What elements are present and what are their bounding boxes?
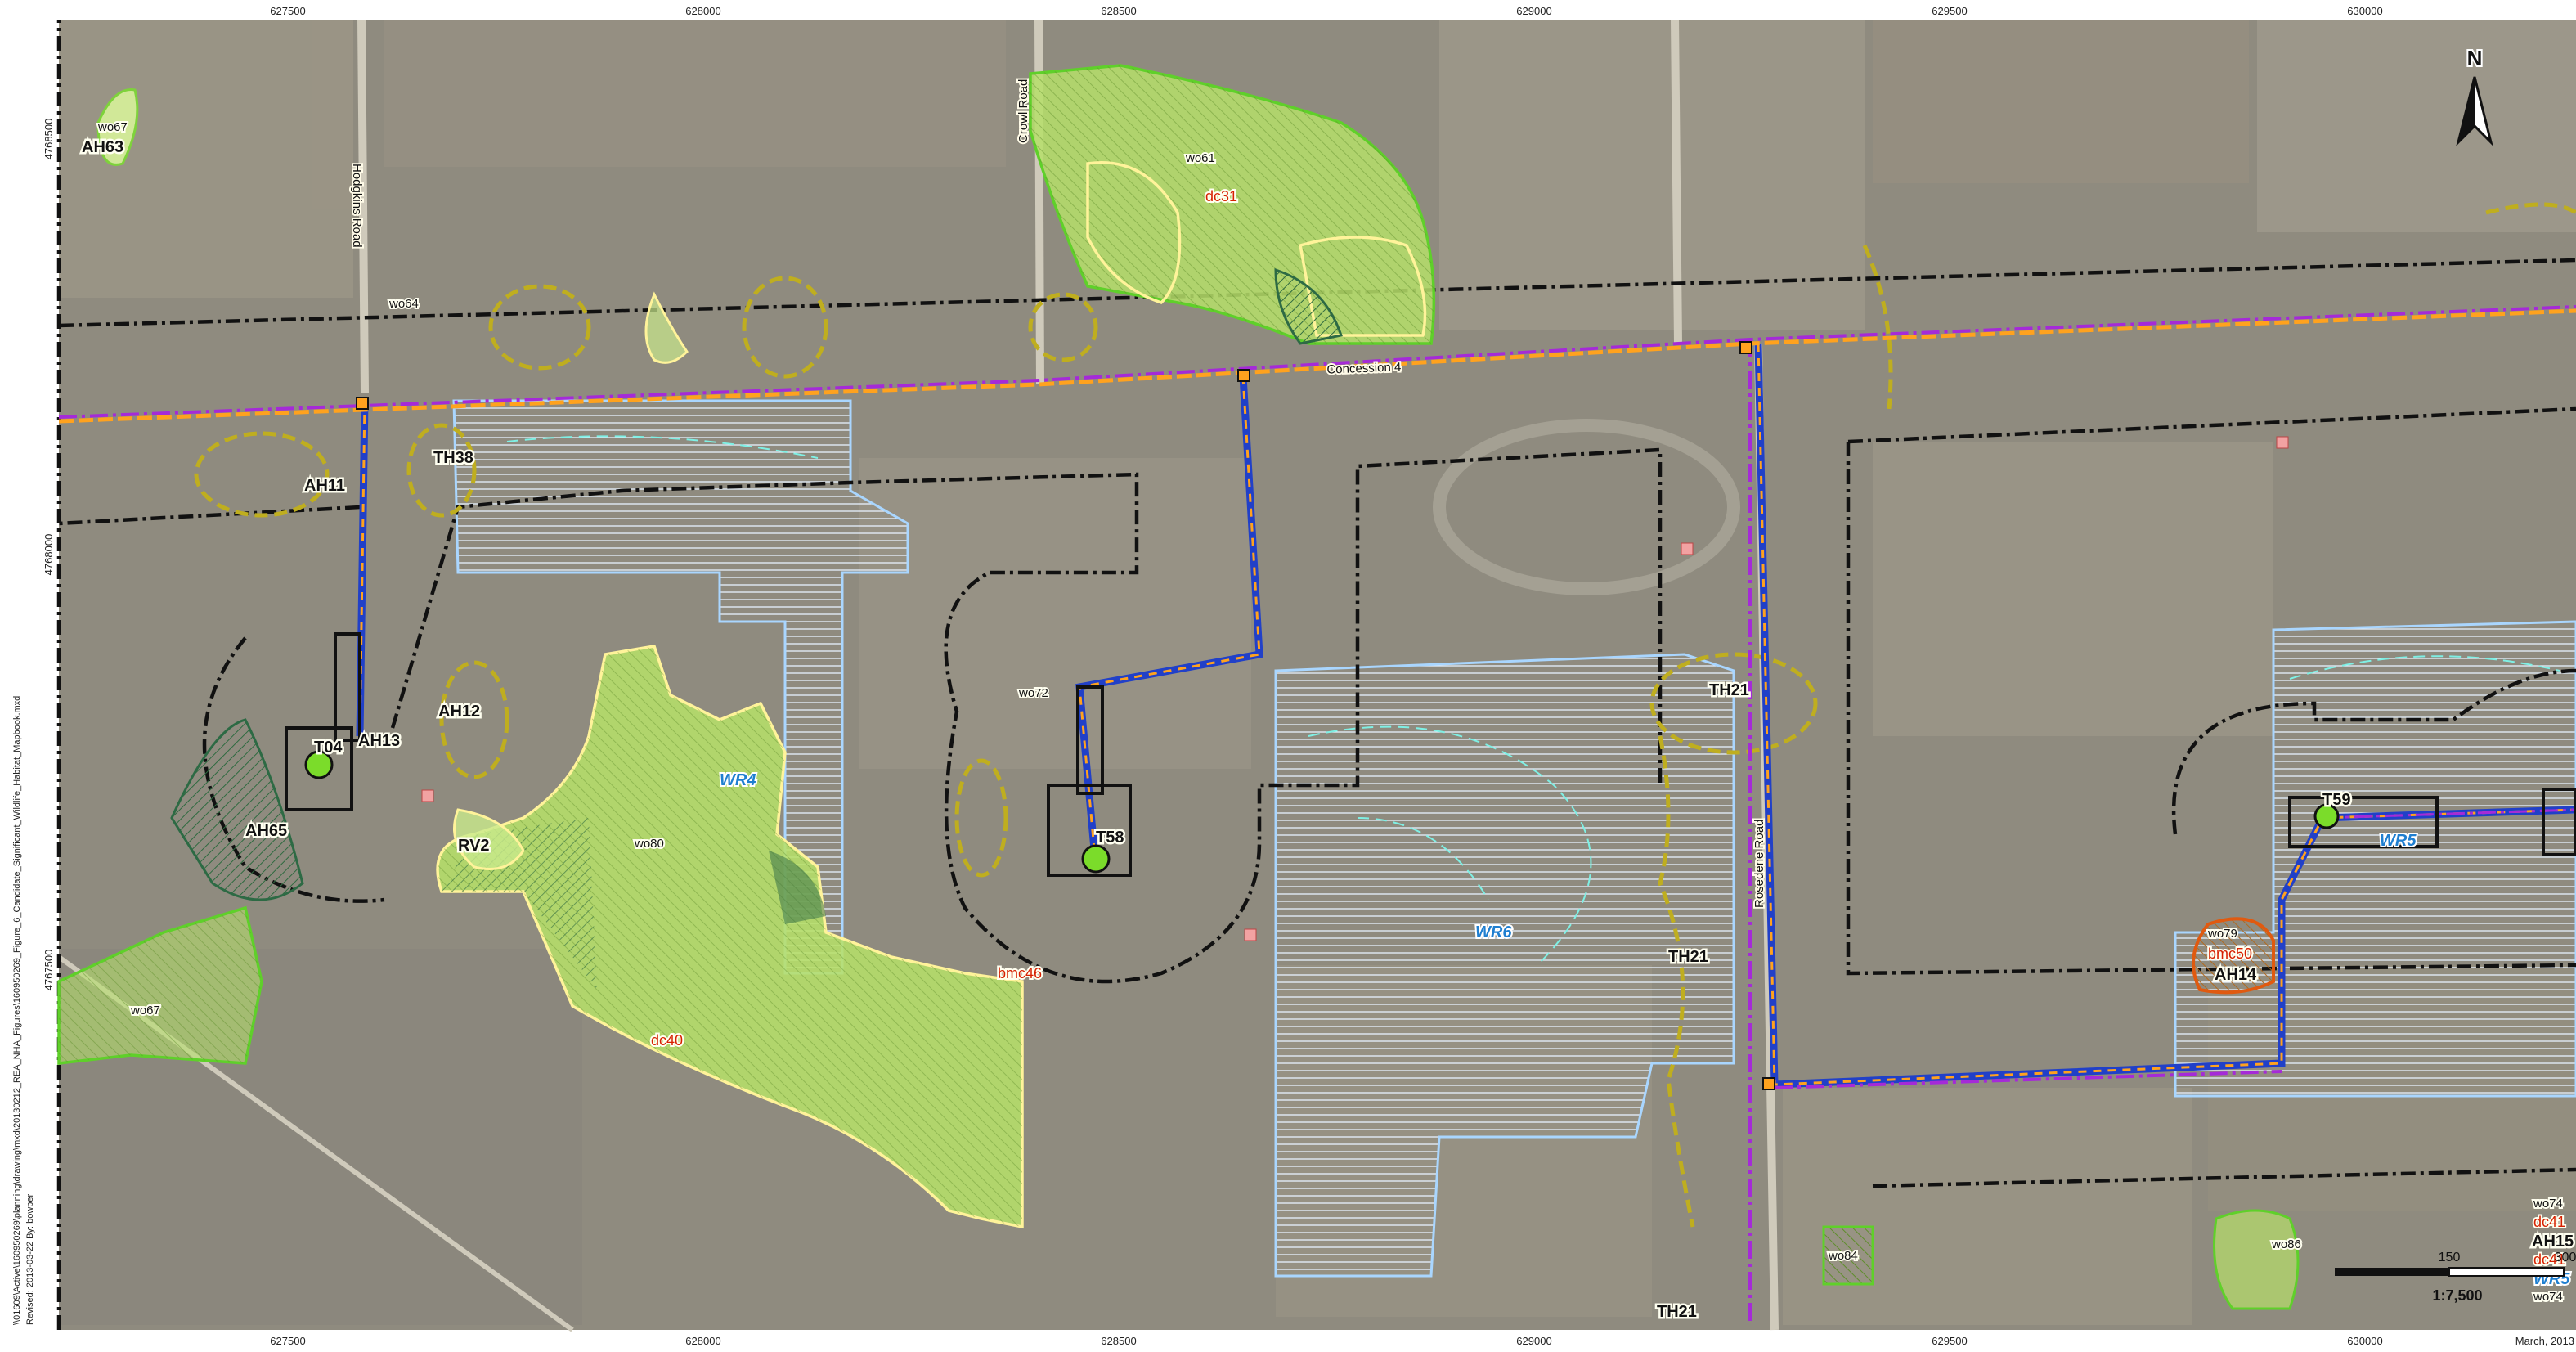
svg-text:wo67: wo67 bbox=[130, 1004, 160, 1017]
svg-text:T04: T04 bbox=[314, 739, 343, 757]
svg-text:4768500: 4768500 bbox=[43, 119, 55, 160]
small-woodlands bbox=[57, 88, 2300, 1310]
svg-text:627500: 627500 bbox=[270, 5, 305, 17]
svg-text:628000: 628000 bbox=[685, 5, 720, 17]
svg-text:AH12: AH12 bbox=[438, 703, 480, 721]
svg-text:1:7,500: 1:7,500 bbox=[2432, 1287, 2482, 1304]
svg-text:\\01609\Active\160950269\plann: \\01609\Active\160950269\planning\drawin… bbox=[12, 696, 22, 1325]
svg-text:AH13: AH13 bbox=[358, 732, 400, 750]
svg-text:Hodgkins Road: Hodgkins Road bbox=[350, 164, 364, 248]
sidebar-path: \\01609\Active\160950269\planning\drawin… bbox=[12, 696, 35, 1325]
svg-text:Crowl Road: Crowl Road bbox=[1016, 79, 1030, 143]
svg-text:wo74: wo74 bbox=[2533, 1197, 2563, 1211]
concession-corridor bbox=[58, 305, 2576, 1325]
svg-text:628500: 628500 bbox=[1101, 1335, 1136, 1347]
svg-text:wo84: wo84 bbox=[1828, 1249, 1858, 1263]
svg-text:627500: 627500 bbox=[270, 1335, 305, 1347]
svg-text:wo61: wo61 bbox=[1185, 151, 1215, 165]
svg-text:629500: 629500 bbox=[1932, 5, 1967, 17]
svg-text:630000: 630000 bbox=[2347, 1335, 2382, 1347]
svg-text:Concession 4: Concession 4 bbox=[1326, 360, 1401, 376]
map-date: March, 2013 bbox=[2515, 1335, 2574, 1347]
svg-text:WR6: WR6 bbox=[1475, 923, 1512, 941]
svg-text:628000: 628000 bbox=[685, 1335, 720, 1347]
turbine-t58[interactable] bbox=[1047, 685, 1132, 877]
svg-text:bmc46: bmc46 bbox=[998, 965, 1042, 981]
svg-text:RV2: RV2 bbox=[458, 837, 490, 855]
svg-text:TH38: TH38 bbox=[433, 449, 473, 467]
svg-text:TH21: TH21 bbox=[1709, 681, 1749, 699]
woodland-wo61 bbox=[1029, 64, 1436, 345]
svg-text:wo80: wo80 bbox=[634, 837, 664, 851]
candidate-habitat-outlines bbox=[194, 202, 2576, 1228]
svg-text:300: 300 bbox=[2555, 1251, 2576, 1264]
svg-text:dc31: dc31 bbox=[1205, 188, 1237, 204]
svg-text:wo74: wo74 bbox=[2533, 1290, 2563, 1304]
habitat-bmc50 bbox=[2192, 917, 2275, 995]
svg-text:629000: 629000 bbox=[1516, 1335, 1551, 1347]
hodgkins-road bbox=[357, 19, 369, 393]
junction-markers bbox=[356, 341, 1775, 1090]
svg-text:T59: T59 bbox=[2322, 791, 2350, 809]
svg-text:4767500: 4767500 bbox=[43, 950, 55, 991]
svg-text:wo79: wo79 bbox=[2207, 927, 2237, 941]
north-road bbox=[1671, 19, 1682, 344]
svg-text:629000: 629000 bbox=[1516, 5, 1551, 17]
feature-labels: wo67 AH63 wo64 TH38 AH11 AH12 AH13 AH65 … bbox=[80, 119, 2576, 1323]
svg-text:WR4: WR4 bbox=[720, 771, 756, 789]
svg-text:dc41: dc41 bbox=[2533, 1214, 2565, 1230]
svg-text:wo86: wo86 bbox=[2271, 1237, 2301, 1251]
svg-text:AH11: AH11 bbox=[304, 477, 345, 495]
svg-text:629500: 629500 bbox=[1932, 1335, 1967, 1347]
svg-text:4768000: 4768000 bbox=[43, 534, 55, 576]
svg-text:wo64: wo64 bbox=[388, 297, 419, 311]
svg-text:150: 150 bbox=[2439, 1251, 2461, 1264]
wetland-wr6 bbox=[1274, 653, 1735, 1278]
woodland-wo80 bbox=[436, 645, 1024, 1229]
svg-text:630000: 630000 bbox=[2347, 5, 2382, 17]
building-markers bbox=[421, 436, 2289, 941]
wetland-areas bbox=[452, 399, 2576, 1278]
svg-text:WR5: WR5 bbox=[2380, 832, 2417, 850]
svg-text:T58: T58 bbox=[1096, 829, 1124, 847]
north-arrow: N bbox=[2456, 44, 2493, 146]
svg-text:dc41: dc41 bbox=[2533, 1251, 2565, 1268]
svg-text:TH21: TH21 bbox=[1668, 948, 1708, 966]
turbine-t59[interactable] bbox=[2288, 788, 2576, 856]
svg-text:wo72: wo72 bbox=[1018, 686, 1048, 700]
svg-text:628500: 628500 bbox=[1101, 5, 1136, 17]
grid-labels: 627500 628000 628500 629000 629500 63000… bbox=[43, 5, 2383, 1347]
scale-bar: 150 300 1:7,500 bbox=[2335, 1251, 2576, 1304]
svg-text:TH21: TH21 bbox=[1657, 1303, 1697, 1321]
svg-text:wo67: wo67 bbox=[97, 120, 128, 134]
svg-text:AH14: AH14 bbox=[2215, 966, 2257, 984]
svg-text:Rosedene Road: Rosedene Road bbox=[1752, 820, 1766, 908]
wetland-wr5 bbox=[2174, 620, 2576, 1098]
svg-text:N: N bbox=[2467, 46, 2483, 70]
svg-text:AH65: AH65 bbox=[245, 822, 287, 840]
svg-text:AH15: AH15 bbox=[2532, 1233, 2574, 1251]
svg-text:bmc50: bmc50 bbox=[2208, 946, 2252, 962]
svg-text:AH63: AH63 bbox=[82, 138, 123, 156]
turbine-t04[interactable] bbox=[285, 632, 361, 811]
svg-text:Revised: 2013-03-22 By: bowper: Revised: 2013-03-22 By: bowper bbox=[25, 1193, 35, 1325]
svg-text:dc40: dc40 bbox=[651, 1032, 683, 1049]
